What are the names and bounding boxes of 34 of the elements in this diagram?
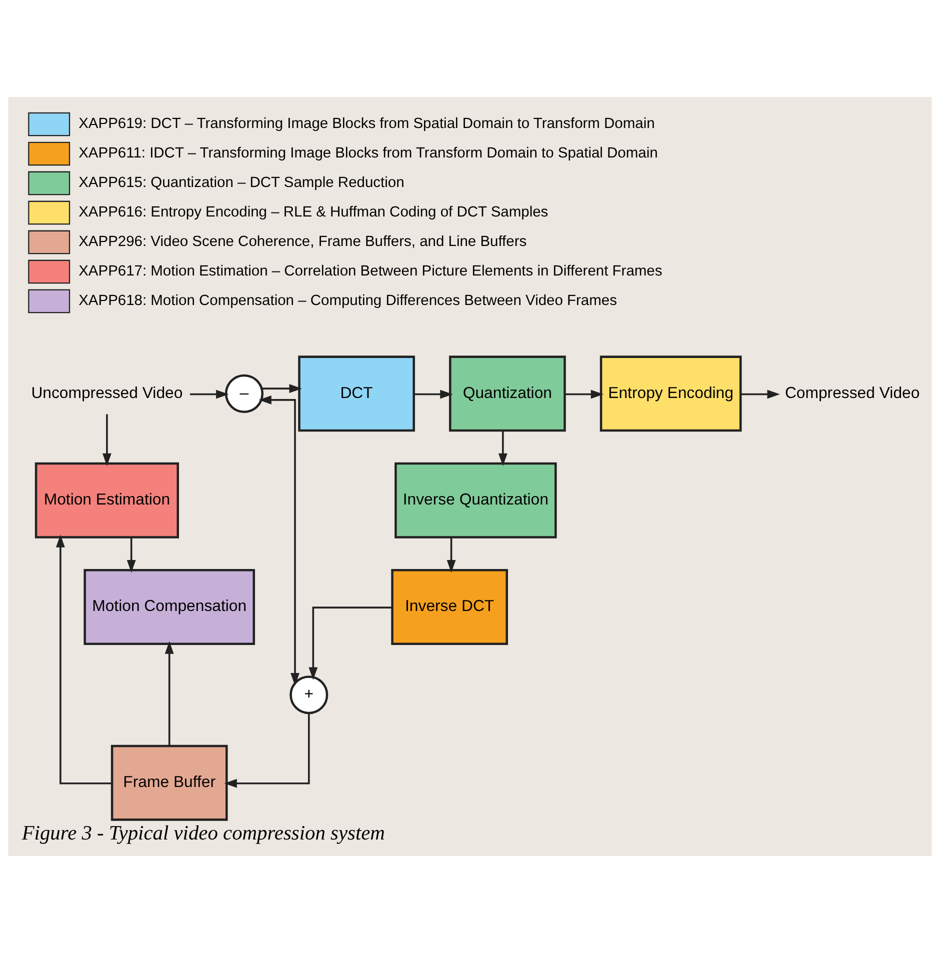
legend-label: XAPP616: Entropy Encoding – RLE & Huffman Coding of DCT Samples — [78, 204, 548, 221]
arrow — [56, 534, 112, 784]
legend-label: XAPP618: Motion Compensation – Computing Differences Between Video Frames — [78, 293, 617, 310]
arrow — [102, 414, 112, 466]
arrow — [565, 390, 604, 399]
arrow — [498, 430, 508, 466]
arrow — [190, 390, 229, 399]
node-box: Motion Compensation — [84, 568, 255, 645]
arrow — [164, 641, 174, 746]
arrow — [741, 390, 780, 399]
arrow — [414, 390, 453, 399]
caption: Figure 3 - Typical video compression system — [22, 822, 385, 844]
legend-label: XAPP619: DCT – Transforming Image Blocks from Spatial Domain to Transform Domain — [78, 116, 655, 132]
legend-label: XAPP617: Motion Estimation – Correlation Between Picture Elements in Different Frames — [78, 264, 662, 280]
node-circle: – — [224, 374, 264, 413]
node-box: Frame Buffer — [110, 744, 228, 821]
arrow — [258, 395, 300, 686]
legend-label: XAPP296: Video Scene Coherence, Frame Buffers, and Line Buffers — [78, 234, 527, 250]
node-circle: + — [290, 676, 328, 714]
node-box: Motion Estimation — [34, 462, 179, 538]
arrow — [446, 537, 456, 573]
node-box: Entropy Encoding — [600, 356, 742, 432]
arrow — [224, 713, 310, 788]
node-box: Quantization — [449, 356, 566, 432]
node-box: Inverse DCT — [391, 568, 508, 645]
arrow — [126, 537, 136, 573]
node-text: Compressed Video — [784, 384, 920, 402]
node-box: DCT — [298, 356, 415, 432]
arrow — [308, 606, 392, 680]
legend-label: XAPP611: IDCT – Transforming Image Blocks from Transform Domain to Spatial Domain — [78, 146, 658, 162]
legend-label: XAPP615: Quantization – DCT Sample Reduction — [78, 175, 404, 192]
arrow — [262, 384, 302, 394]
node-text: Uncompressed Video — [31, 384, 183, 402]
node-box: Inverse Quantization — [394, 462, 557, 538]
